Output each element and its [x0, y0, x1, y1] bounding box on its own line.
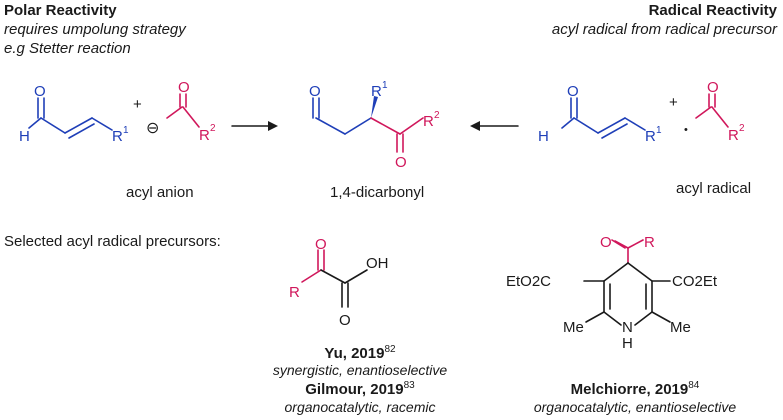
polar-subtitle-2: e.g Stetter reaction	[4, 40, 131, 57]
ref-yu-name: Yu, 2019	[324, 345, 385, 362]
enal-left: O H R 1	[19, 83, 129, 145]
radical-title: Radical Reactivity	[648, 2, 777, 19]
arrow-right-icon	[231, 121, 278, 131]
acyl-anion-label: acyl anion	[126, 184, 194, 201]
product-r1: R	[371, 83, 382, 100]
enal-right-oxygen: O	[567, 83, 579, 100]
ref-melchiorre-desc: organocatalytic, enantioselective	[533, 399, 737, 415]
keto-acid-oh: OH	[366, 255, 389, 272]
dhp-acyl-r: R	[644, 234, 655, 251]
ref-gilmour-desc: organocatalytic, racemic	[284, 399, 436, 415]
acyl-anion-r-sup: 2	[210, 123, 216, 134]
dhp-methyl-right: Me	[670, 319, 691, 336]
keto-acid-oxygen: O	[315, 236, 327, 253]
enal-left-r-sup: 1	[123, 125, 129, 136]
acyl-radical-oxygen: O	[707, 79, 719, 96]
keto-acid-structure: R O OH O	[289, 236, 389, 329]
acyl-radical-r-sup: 2	[739, 123, 745, 134]
ref-gilmour-name: Gilmour, 2019	[305, 381, 404, 398]
product-r2-sup: 2	[434, 110, 440, 121]
enal-right-r-sup: 1	[656, 125, 662, 136]
product-r1-sup: 1	[382, 80, 388, 91]
product-oxygen-ketone: O	[395, 154, 407, 171]
keto-acid-oxygen-2: O	[339, 312, 351, 329]
product-oxygen-aldehyde: O	[309, 83, 321, 100]
enal-left-r: R	[112, 128, 123, 145]
keto-acid-r: R	[289, 284, 300, 301]
ref-melchiorre: Melchiorre, 201984	[525, 380, 745, 398]
ref-melchiorre-name: Melchiorre, 2019	[570, 381, 689, 398]
product-label: 1,4-dicarbonyl	[330, 184, 425, 201]
dhp-acyl-oxygen: O	[600, 234, 612, 251]
dhp-ester-left: EtO2C	[506, 273, 551, 290]
enal-right-r: R	[645, 128, 656, 145]
dhp-methyl-left: Me	[563, 319, 584, 336]
ref-yu-sup: 82	[384, 344, 396, 355]
dhp-nh-hydrogen: H	[622, 335, 633, 352]
acyl-radical: O R 2	[695, 79, 745, 144]
polar-title: Polar Reactivity	[4, 2, 117, 19]
acyl-anion-oxygen: O	[178, 79, 190, 96]
product-structure: O R 1 R 2 O	[309, 80, 440, 171]
radical-dot-icon: •	[684, 124, 688, 136]
acyl-radical-r: R	[728, 127, 739, 144]
ref-yu: Yu, 201982	[260, 344, 460, 362]
dhp-nitrogen: N	[622, 319, 633, 336]
minus-charge-icon: ⊖	[146, 120, 159, 137]
dhp-ester-right: CO2Et	[672, 273, 718, 290]
radical-subtitle: acyl radical from radical precursor	[551, 21, 777, 38]
acyl-radical-label: acyl radical	[676, 180, 752, 197]
dihydropyridine-structure: O R EtO2C CO2Et Me Me N H	[506, 234, 718, 352]
enal-right: O H R 1	[538, 83, 662, 145]
plus-right: +	[669, 94, 678, 111]
ref-gilmour: Gilmour, 201983	[260, 380, 460, 398]
polar-subtitle-1: requires umpolung strategy	[4, 21, 186, 38]
enal-left-hydrogen: H	[19, 128, 30, 145]
ref-gilmour-sup: 83	[403, 380, 415, 391]
ref-yu-desc: synergistic, enantioselective	[272, 362, 448, 378]
enal-right-hydrogen: H	[538, 128, 549, 145]
ref-melchiorre-sup: 84	[688, 380, 700, 391]
precursors-label: Selected acyl radical precursors:	[4, 233, 221, 250]
enal-left-oxygen: O	[34, 83, 46, 100]
acyl-anion: O R 2	[166, 79, 216, 144]
arrow-left-icon	[470, 121, 519, 131]
acyl-anion-r: R	[199, 127, 210, 144]
product-r2: R	[423, 113, 434, 130]
plus-left: +	[133, 96, 142, 113]
